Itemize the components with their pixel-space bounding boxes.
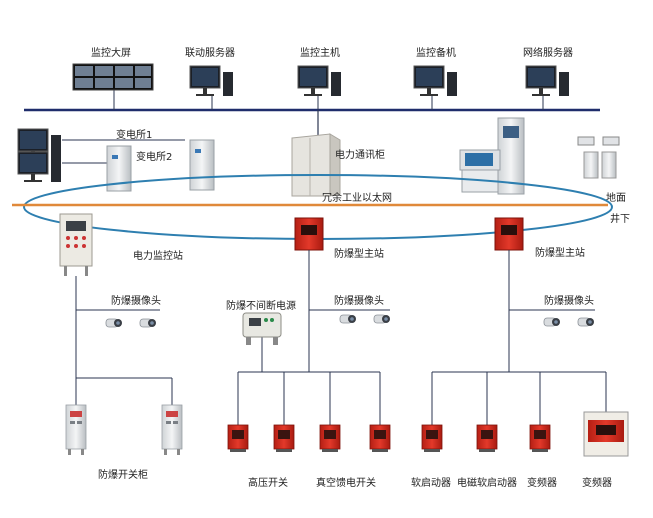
camera-icon (339, 314, 357, 324)
label-underground: 井下 (610, 214, 630, 225)
video-wall-icon (72, 63, 154, 91)
switch-cabinet-icon (161, 404, 183, 456)
hv-switch-icon (273, 424, 295, 453)
vacuum-switch-icon (369, 424, 391, 453)
label-ups: 防爆不间断电源 (226, 301, 296, 312)
label-em-soft-starter: 电磁软启动器 (457, 478, 517, 489)
label-substation1: 变电所1 (116, 130, 153, 141)
label-main-station-2: 防爆型主站 (535, 248, 585, 259)
label-soft-starter: 软启动器 (411, 478, 451, 489)
label-linkage-server: 联动服务器 (185, 48, 235, 59)
camera-icon (543, 317, 561, 327)
camera-icon (105, 318, 123, 328)
em-soft-starter-icon (476, 424, 498, 453)
label-inverter-1: 变频器 (527, 478, 557, 489)
power-monitoring-station-icon (59, 213, 93, 276)
computer-icon (297, 65, 342, 97)
inverter-icon (529, 424, 551, 453)
camera-icon (577, 317, 595, 327)
label-substation2: 变电所2 (136, 152, 173, 163)
ups-icon (242, 312, 282, 345)
label-main-host: 监控主机 (300, 48, 340, 59)
comm-cabinet-icon (291, 133, 341, 197)
switch-cabinet-icon (65, 404, 87, 456)
computer-icon (189, 65, 234, 97)
explosion-proof-main-station-1 (294, 217, 324, 251)
label-vacuum-switch: 真空馈电开关 (316, 478, 376, 489)
vacuum-switch-icon (319, 424, 341, 453)
label-video-wall: 监控大屏 (91, 48, 131, 59)
ground-camera-icon (577, 136, 620, 179)
label-camera-2: 防爆摄像头 (334, 296, 384, 307)
label-inverter-2: 变频器 (582, 478, 612, 489)
label-switch-cabinet: 防爆开关柜 (98, 470, 148, 481)
label-backup-host: 监控备机 (416, 48, 456, 59)
label-camera-3: 防爆摄像头 (544, 296, 594, 307)
label-comm-cabinet: 电力通讯柜 (335, 150, 385, 161)
explosion-proof-main-station-2 (494, 217, 524, 251)
label-main-station-1: 防爆型主站 (334, 249, 384, 260)
label-ring: 冗余工业以太网 (322, 193, 392, 204)
hv-switch-icon (227, 424, 249, 453)
soft-starter-icon (421, 424, 443, 453)
label-hv-switch: 高压开关 (248, 478, 288, 489)
inverter-large-icon (583, 411, 629, 457)
computer-icon (525, 65, 570, 97)
computer-icon (413, 65, 458, 97)
label-camera-1: 防爆摄像头 (111, 296, 161, 307)
camera-icon (139, 318, 157, 328)
camera-icon (373, 314, 391, 324)
label-network-server: 网络服务器 (523, 48, 573, 59)
label-ground: 地面 (606, 193, 626, 204)
underground-links (75, 250, 607, 425)
label-power-station: 电力监控站 (133, 251, 183, 262)
substation-cabinet-2 (189, 139, 215, 191)
